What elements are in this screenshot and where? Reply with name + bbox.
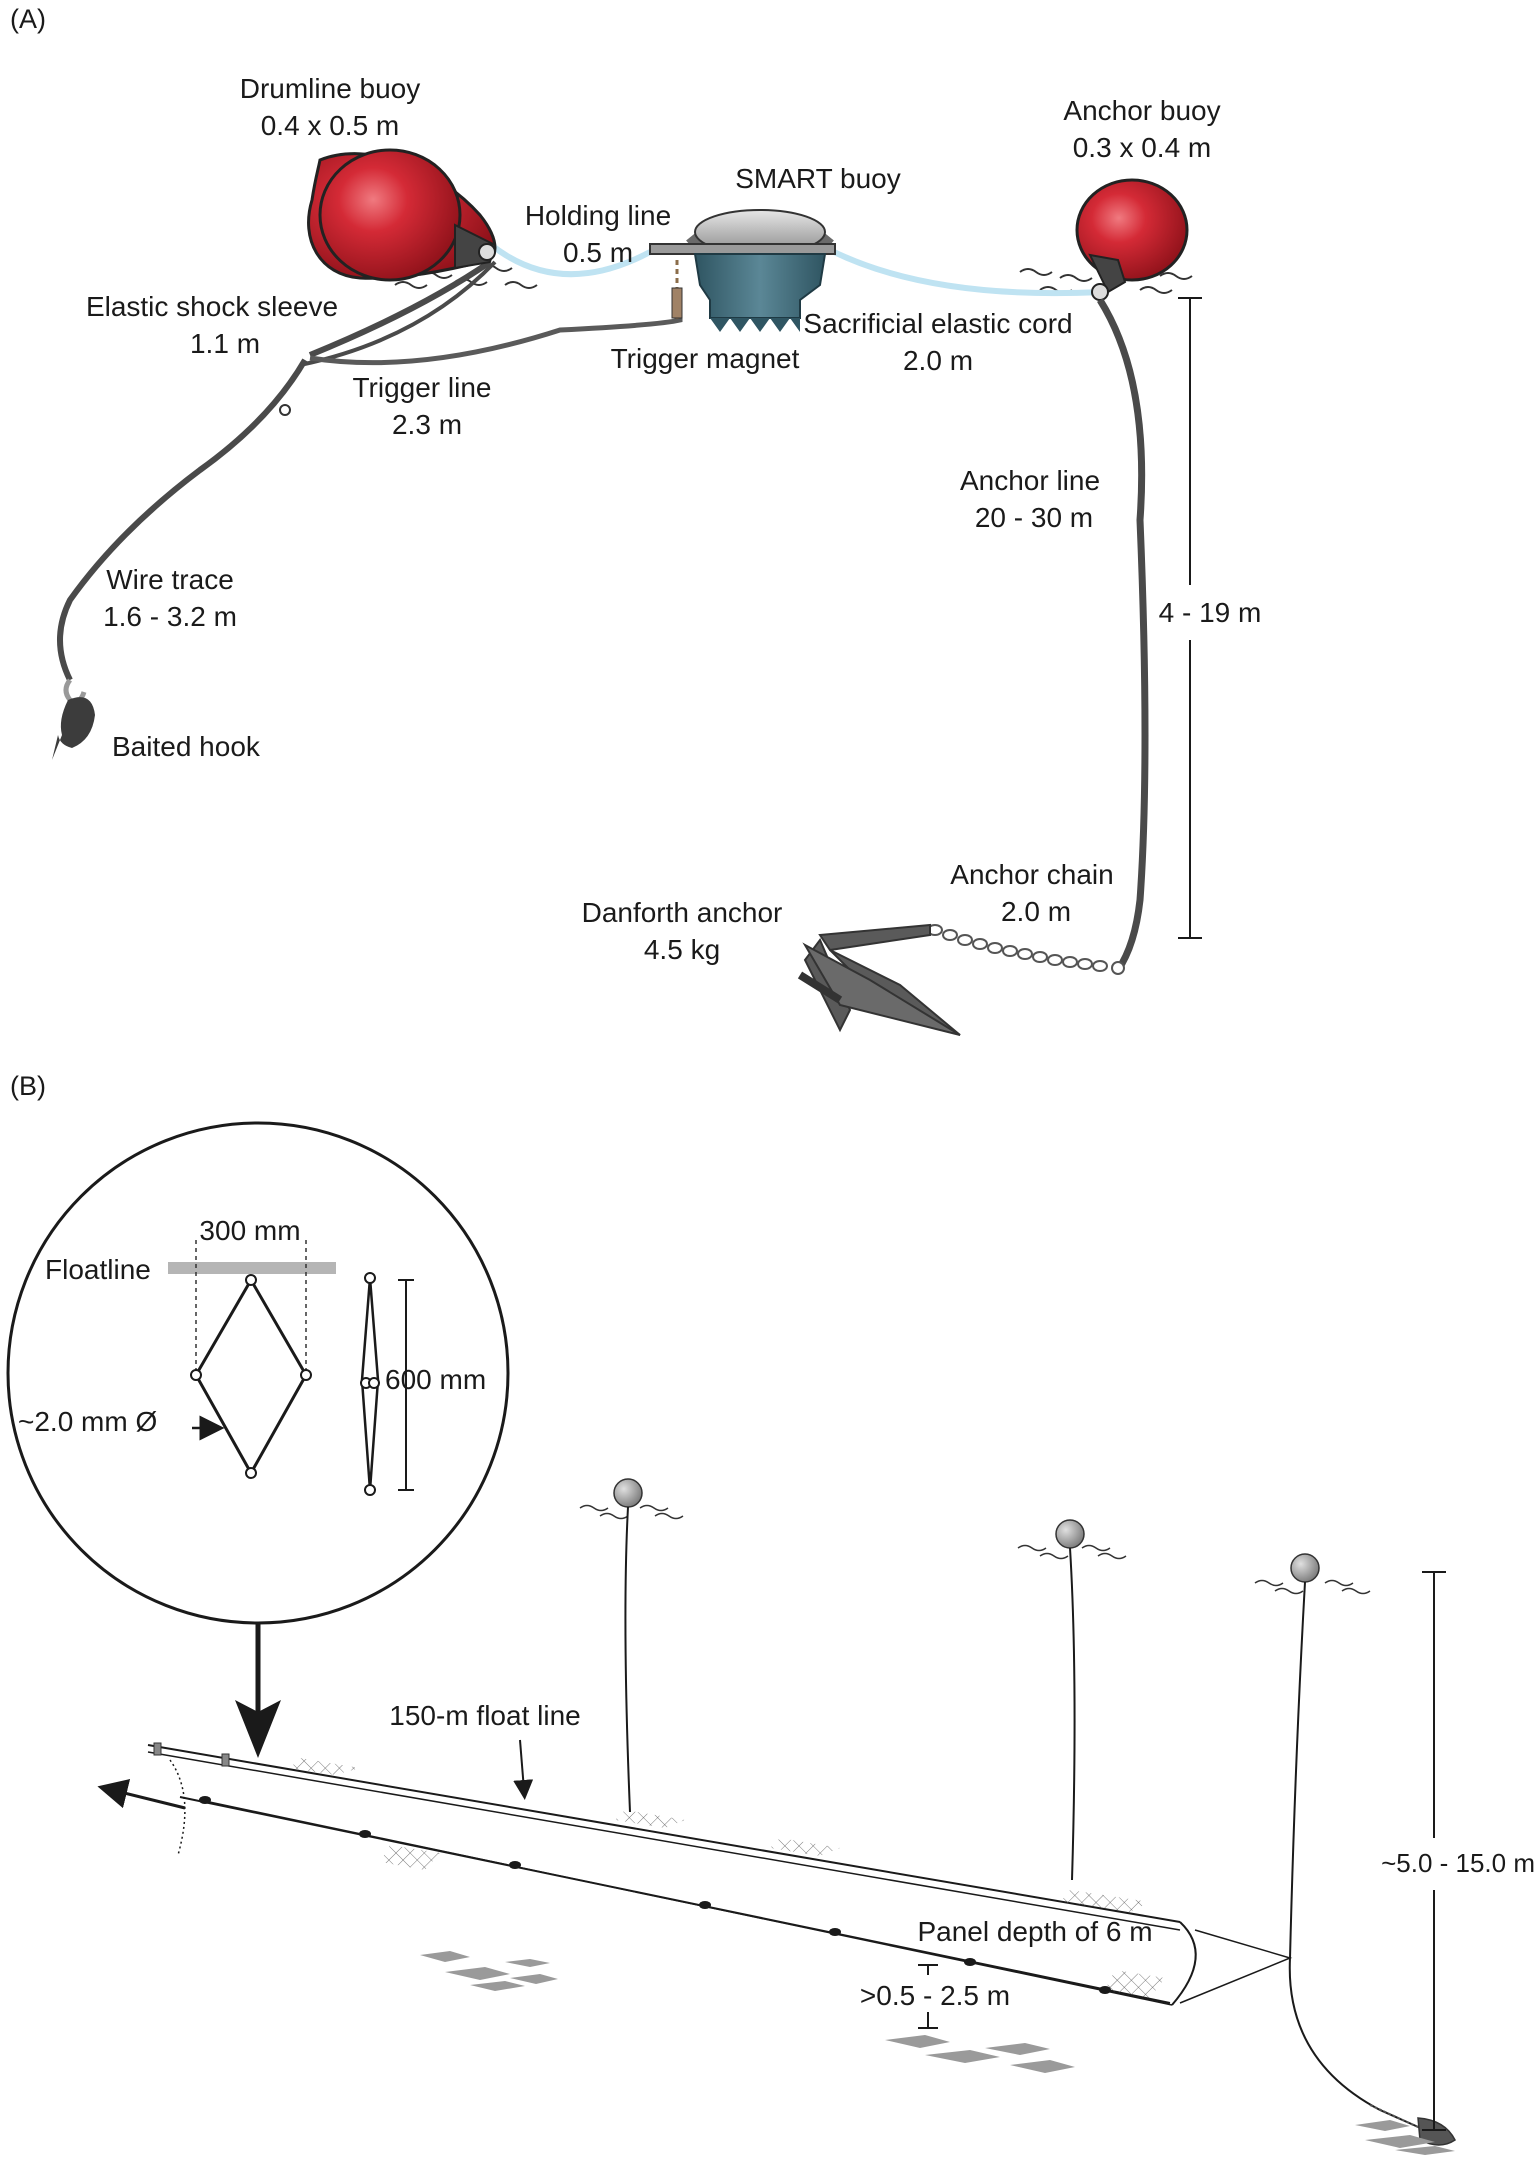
holding-line-length: 0.5 m <box>563 237 633 268</box>
elastic-shock-sleeve-line-2 <box>299 260 497 367</box>
danforth-anchor-title: Danforth anchor <box>582 897 783 928</box>
elastic-shock-sleeve-line <box>308 259 492 358</box>
panel-a-tag: (A) <box>10 4 46 34</box>
anchor-line-length: 20 - 30 m <box>975 502 1093 533</box>
gillnet-panel <box>147 1742 1293 2006</box>
danforth-anchor <box>797 923 961 1036</box>
smart-buoy <box>649 209 836 332</box>
anchor-line-title: Anchor line <box>960 465 1100 496</box>
baited-hook <box>52 678 95 760</box>
inset-width-label: 300 mm <box>199 1215 300 1246</box>
swivel-connector <box>279 404 291 416</box>
anchor-chain-title: Anchor chain <box>950 859 1113 890</box>
drumline-buoy <box>307 148 497 282</box>
sacrificial-cord-length: 2.0 m <box>903 345 973 376</box>
anchor-buoy <box>1075 178 1189 301</box>
sacrificial-elastic-cord <box>828 247 1101 297</box>
baited-hook-title: Baited hook <box>112 731 261 762</box>
inset-height-label: 600 mm <box>385 1364 486 1395</box>
surface-buoy-2 <box>1017 1519 1127 1881</box>
wire-trace-length: 1.6 - 3.2 m <box>103 601 237 632</box>
trigger-line <box>309 288 683 366</box>
trigger-line-title: Trigger line <box>352 372 491 403</box>
danforth-anchor-weight: 4.5 kg <box>644 934 720 965</box>
trigger-line-length: 2.3 m <box>392 409 462 440</box>
drumline-buoy-size: 0.4 x 0.5 m <box>261 110 400 141</box>
anchor-chain-length: 2.0 m <box>1001 896 1071 927</box>
inset-floatline-label: Floatline <box>45 1254 151 1285</box>
floatline-bar <box>168 1262 336 1274</box>
depth-marker-a <box>1178 297 1202 939</box>
anchor-buoy-title: Anchor buoy <box>1063 95 1220 126</box>
smart-buoy-title: SMART buoy <box>735 163 900 194</box>
panel-depth-label: Panel depth of 6 m <box>917 1916 1152 1947</box>
wire-trace-line <box>57 358 308 682</box>
depth-range-b: ~5.0 - 15.0 m <box>1381 1848 1535 1878</box>
holding-line-title: Holding line <box>525 200 671 231</box>
panel-b-tag: (B) <box>10 1071 46 1101</box>
inset-mesh-diameter-label: ~2.0 mm Ø <box>18 1406 157 1437</box>
anchor-line <box>1097 298 1149 972</box>
float-line-pointer <box>513 1739 534 1800</box>
wire-trace-title: Wire trace <box>106 564 234 595</box>
anchor-chain <box>927 924 1125 975</box>
anchor-buoy-size: 0.3 x 0.4 m <box>1073 132 1212 163</box>
drumline-buoy-title: Drumline buoy <box>240 73 421 104</box>
surface-buoy-1 <box>579 1478 684 1813</box>
holding-line-cord <box>488 241 652 278</box>
net-direction-arrow <box>97 1779 186 1810</box>
elastic-shock-sleeve-length: 1.1 m <box>190 328 260 359</box>
float-line-label: 150-m float line <box>389 1700 580 1731</box>
elastic-shock-sleeve-title: Elastic shock sleeve <box>86 291 338 322</box>
depth-range-a: 4 - 19 m <box>1159 597 1262 628</box>
clearance-marker <box>918 1964 938 2029</box>
inset-pointer-arrow <box>235 1623 281 1758</box>
clearance-label: >0.5 - 2.5 m <box>860 1980 1010 2011</box>
seabed-patches <box>420 1951 1455 2155</box>
depth-marker-b <box>1422 1571 1446 2131</box>
sacrificial-cord-title: Sacrificial elastic cord <box>803 308 1072 339</box>
trigger-magnet-title: Trigger magnet <box>611 343 800 374</box>
